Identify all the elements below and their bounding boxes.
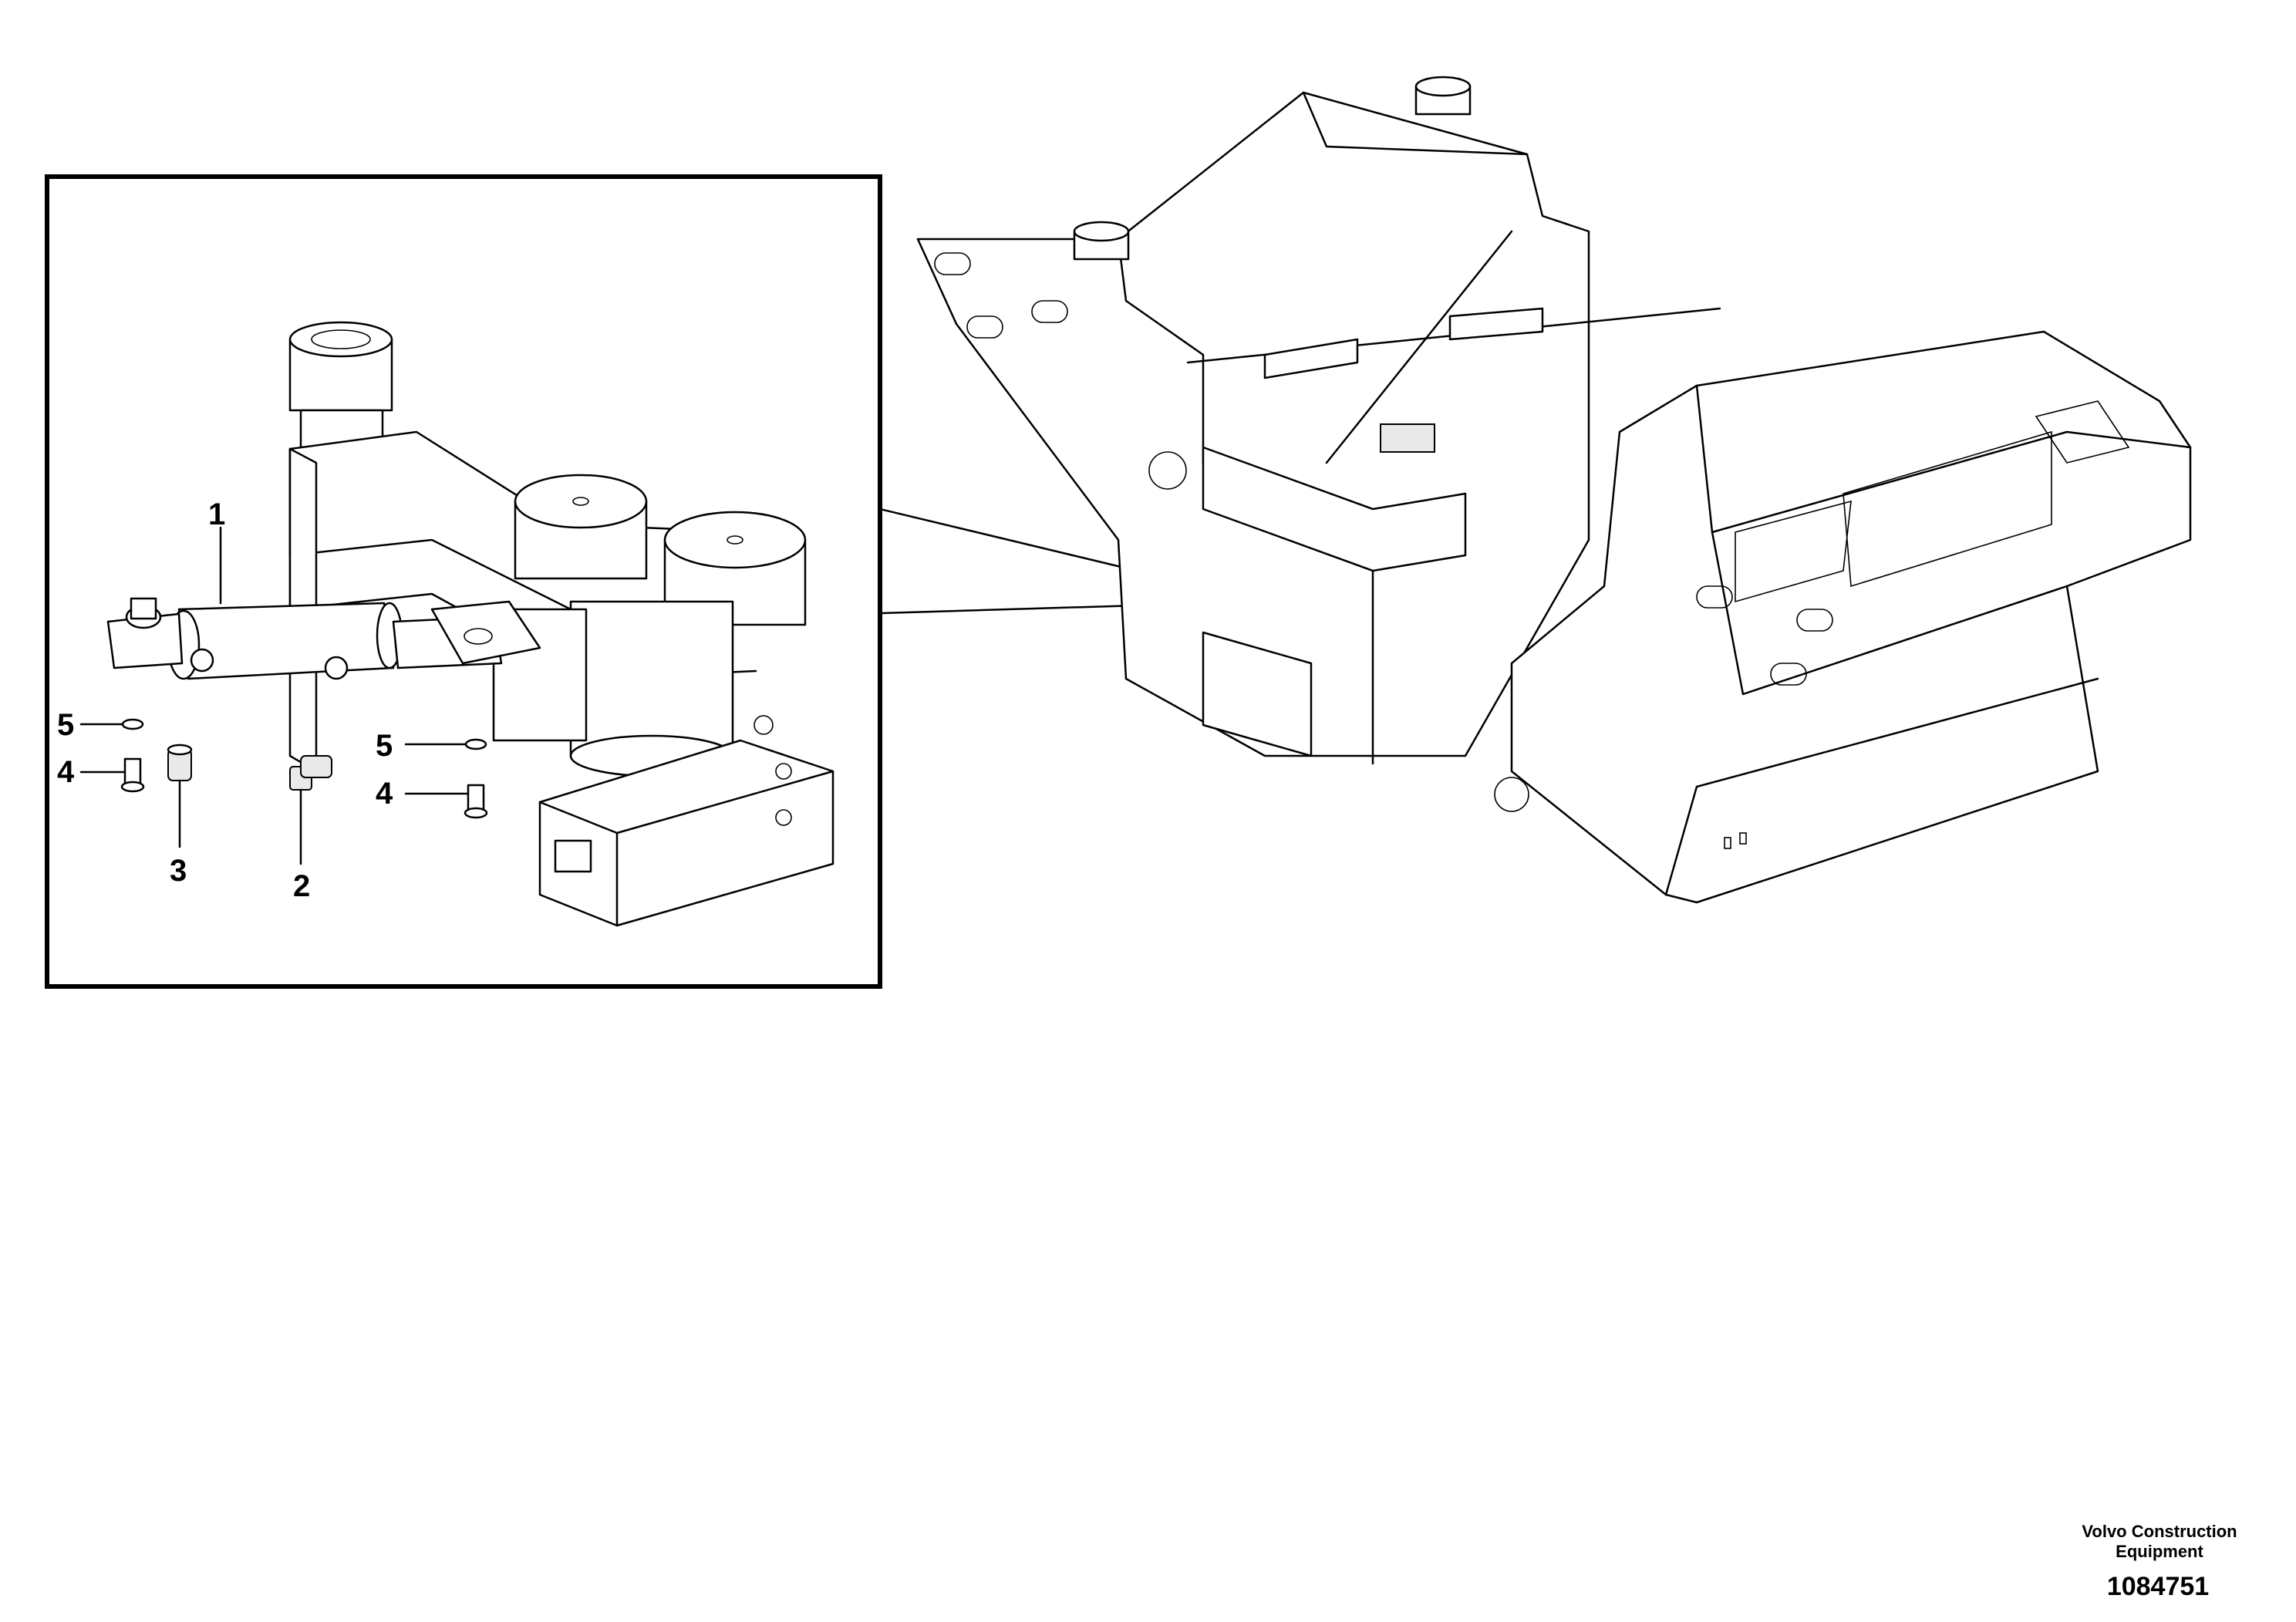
elbow-fitting-2: [289, 755, 332, 791]
callout-4-right: 4: [376, 777, 393, 811]
callout-1: 1: [208, 497, 225, 531]
washer-5-right: [464, 738, 487, 750]
rear-frame: [1494, 330, 2192, 904]
callout-5-left: 5: [57, 708, 74, 742]
detail-inset-frame: [45, 174, 882, 989]
publisher-line2: Equipment: [2116, 1542, 2203, 1561]
callout-3: 3: [170, 854, 187, 888]
screw-4-right: [464, 784, 488, 819]
hose-fitting-3: [167, 744, 193, 781]
document-number: 1084751: [2107, 1572, 2209, 1601]
screw-4-left: [120, 757, 145, 793]
callout-5-right: 5: [376, 729, 393, 763]
callout-2: 2: [293, 869, 310, 903]
steering-cylinder: [106, 597, 541, 680]
callout-leaders: [79, 526, 468, 865]
washer-5-left: [121, 718, 144, 730]
callout-4-left: 4: [57, 755, 75, 789]
front-frame: [916, 76, 1721, 765]
publisher-line1: Volvo Construction: [2082, 1522, 2237, 1541]
publisher-block: Volvo Construction Equipment 1084751: [2082, 1522, 2237, 1601]
